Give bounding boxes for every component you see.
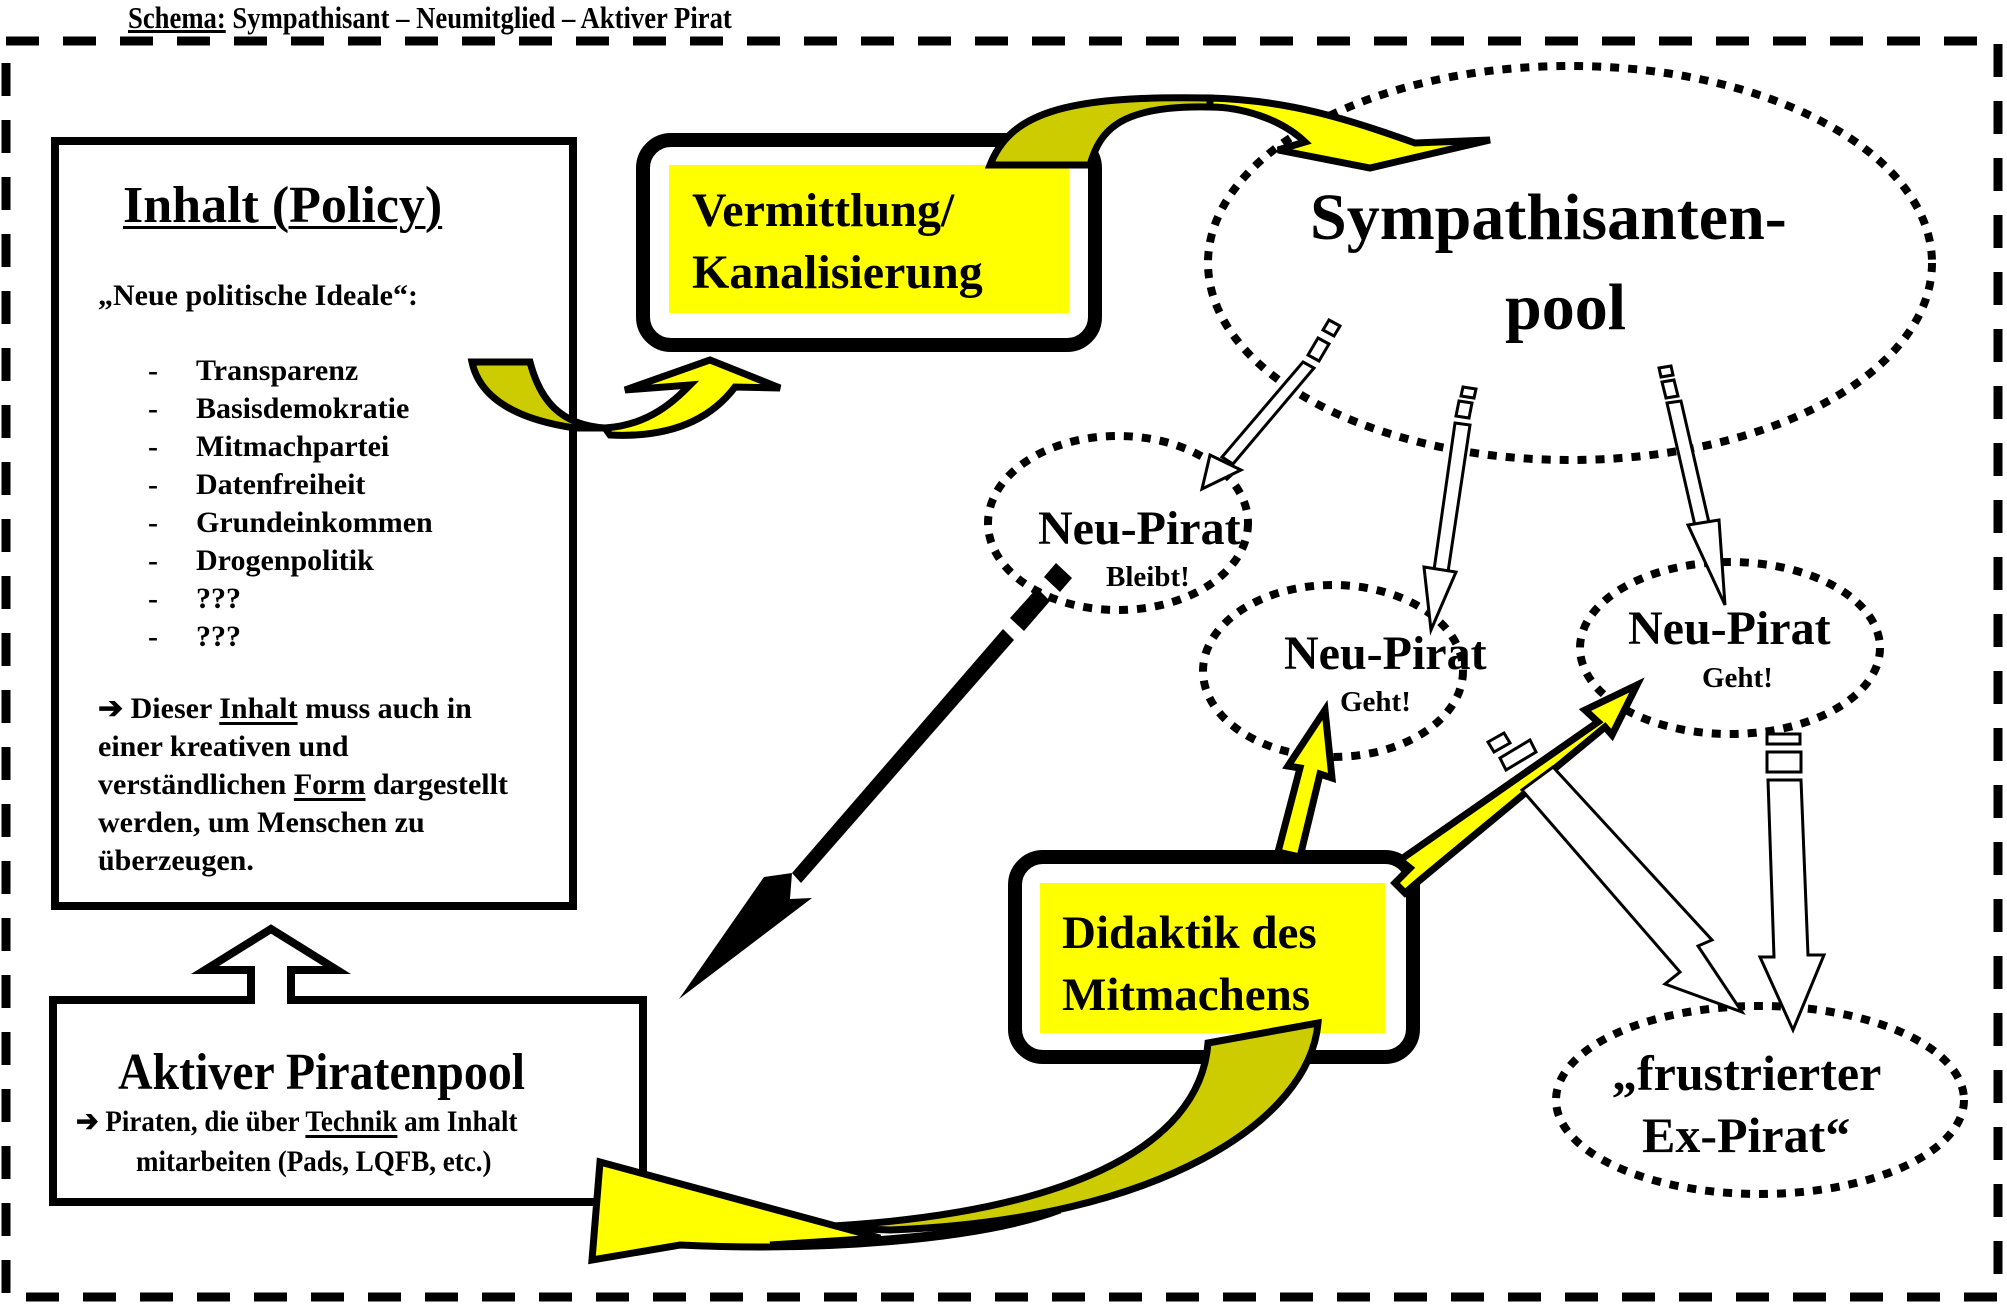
arrow-right-icon: ➔: [98, 692, 124, 725]
list-dash: -: [148, 468, 158, 501]
list-dash: -: [148, 354, 158, 387]
list-item-text: Datenfreiheit: [196, 468, 366, 501]
neu-pirat-geht-1-ellipse: [1199, 581, 1467, 761]
didaktik-line2: Mitmachens: [1062, 969, 1311, 1021]
list-item: - Transparenz: [148, 352, 433, 390]
geht2-to-expirat-arrow: [1757, 732, 1827, 1034]
didaktik-label: Didaktik des Mitmachens: [1062, 902, 1317, 1026]
aktiver-piratenpool-subtitle: ➔ Piraten, die über Technik am Inhalt: [76, 1107, 517, 1137]
neu-pirat-bleibt-status: Bleibt!: [1106, 561, 1190, 593]
list-item-text: ???: [196, 620, 241, 653]
note-text: dargestellt werden, um Menschen zu überz…: [98, 768, 508, 877]
note-emphasis-form: Form: [293, 768, 366, 801]
geht1-to-expirat-arrow: [1485, 730, 1746, 1015]
list-item-text: Drogenpolitik: [196, 544, 374, 577]
list-item: -???: [148, 618, 433, 656]
sympathisantenpool-line1: Sympathisanten-: [1310, 181, 1787, 254]
pool-to-geht2-arrow: [1657, 364, 1727, 606]
ex-pirat-line1: „frustrierter: [1612, 1045, 1882, 1101]
aktiver-piratenpool-subtitle-line2: mitarbeiten (Pads, LQFB, etc.): [136, 1145, 492, 1178]
list-item-text: Grundeinkommen: [196, 506, 433, 539]
list-dash: -: [148, 392, 158, 425]
list-dash: -: [148, 430, 158, 463]
outer-dashed-frame: [1, 36, 2003, 1302]
didaktik-to-geht1-arrow: [1273, 699, 1337, 862]
neu-pirat-geht-2-ellipse: [1576, 558, 1884, 738]
list-item: - Drogenpolitik: [148, 542, 433, 580]
pool-to-bleibt-arrow: [1199, 317, 1343, 492]
didaktik-to-geht2-arrow: [1390, 677, 1645, 898]
title-text: Sympathisant – Neumitglied – Aktiver Pir…: [225, 0, 732, 35]
list-dash: -: [148, 620, 158, 653]
ex-pirat-ellipse: [1552, 1002, 1968, 1198]
page-title: Schema: Sympathisant – Neumitglied – Akt…: [128, 2, 732, 33]
list-item-text: Transparenz: [196, 354, 359, 387]
note-emphasis-inhalt: Inhalt: [219, 692, 298, 725]
list-item: - Mitmachpartei: [148, 428, 433, 466]
list-item: - Basisdemokratie: [148, 390, 433, 428]
subtitle-emphasis-technik: Technik: [305, 1105, 398, 1138]
vermittlung-line2: Kanalisierung: [692, 246, 983, 299]
inhalt-to-vermittlung-arrow: [467, 356, 782, 439]
subtitle-text: Piraten, die über: [98, 1105, 306, 1138]
neu-pirat-bleibt-title: Neu-Pirat: [1038, 502, 1241, 555]
list-dash: -: [148, 506, 158, 539]
bleibt-to-aktiv-arrow: [679, 563, 1072, 999]
list-dash: -: [148, 544, 158, 577]
didaktik-line1: Didaktik des: [1062, 907, 1317, 959]
sympathisantenpool-ellipse: [1204, 62, 1936, 464]
ideale-list: - Transparenz - Basisdemokratie - Mitmachpa…: [148, 352, 433, 656]
didaktik-highlight: [1040, 883, 1385, 1033]
inhalt-box: [51, 137, 577, 910]
arrow-right-icon: ➔: [76, 1105, 99, 1138]
vermittlung-line1: Vermittlung/: [692, 184, 955, 237]
inhalt-note: ➔ Dieser Inhalt muss auch in einer kreat…: [98, 690, 538, 880]
neu-pirat-geht-2-title: Neu-Pirat: [1628, 602, 1831, 655]
list-item: - Datenfreiheit: [148, 466, 433, 504]
vermittlung-to-pool-arrow: [984, 94, 1491, 172]
pool-to-geht1-arrow: [1422, 385, 1478, 636]
vermittlung-label: Vermittlung/ Kanalisierung: [692, 180, 983, 304]
note-text: muss auch in einer kreativen und verstän…: [98, 692, 472, 801]
didaktik-to-aktiv-arrow: [588, 1018, 1322, 1265]
aktiver-piratenpool-heading: Aktiver Piratenpool: [118, 1044, 526, 1101]
aktiver-piratenpool-box: [49, 924, 647, 1206]
neu-pirat-geht-1-status: Geht!: [1340, 686, 1411, 718]
neu-pirat-geht-1-title: Neu-Pirat: [1284, 627, 1487, 680]
sympathisantenpool-line2: pool: [1505, 271, 1627, 344]
list-item-text: Mitmachpartei: [196, 430, 390, 463]
neu-pirat-geht-2-status: Geht!: [1702, 662, 1773, 694]
title-label: Schema:: [128, 0, 226, 35]
ex-pirat-line2: Ex-Pirat“: [1642, 1107, 1851, 1163]
list-dash: -: [148, 582, 158, 615]
list-item-text: ???: [196, 582, 241, 615]
list-item: -???: [148, 580, 433, 618]
list-item: - Grundeinkommen: [148, 504, 433, 542]
subtitle-text: am Inhalt: [397, 1105, 518, 1138]
ideale-label: „Neue politische Ideale“:: [98, 279, 418, 312]
list-item-text: Basisdemokratie: [196, 392, 410, 425]
vermittlung-highlight: [669, 165, 1069, 313]
inhalt-heading: Inhalt (Policy): [123, 177, 443, 234]
neu-pirat-bleibt-ellipse: [984, 432, 1252, 614]
note-text: Dieser: [123, 692, 220, 725]
